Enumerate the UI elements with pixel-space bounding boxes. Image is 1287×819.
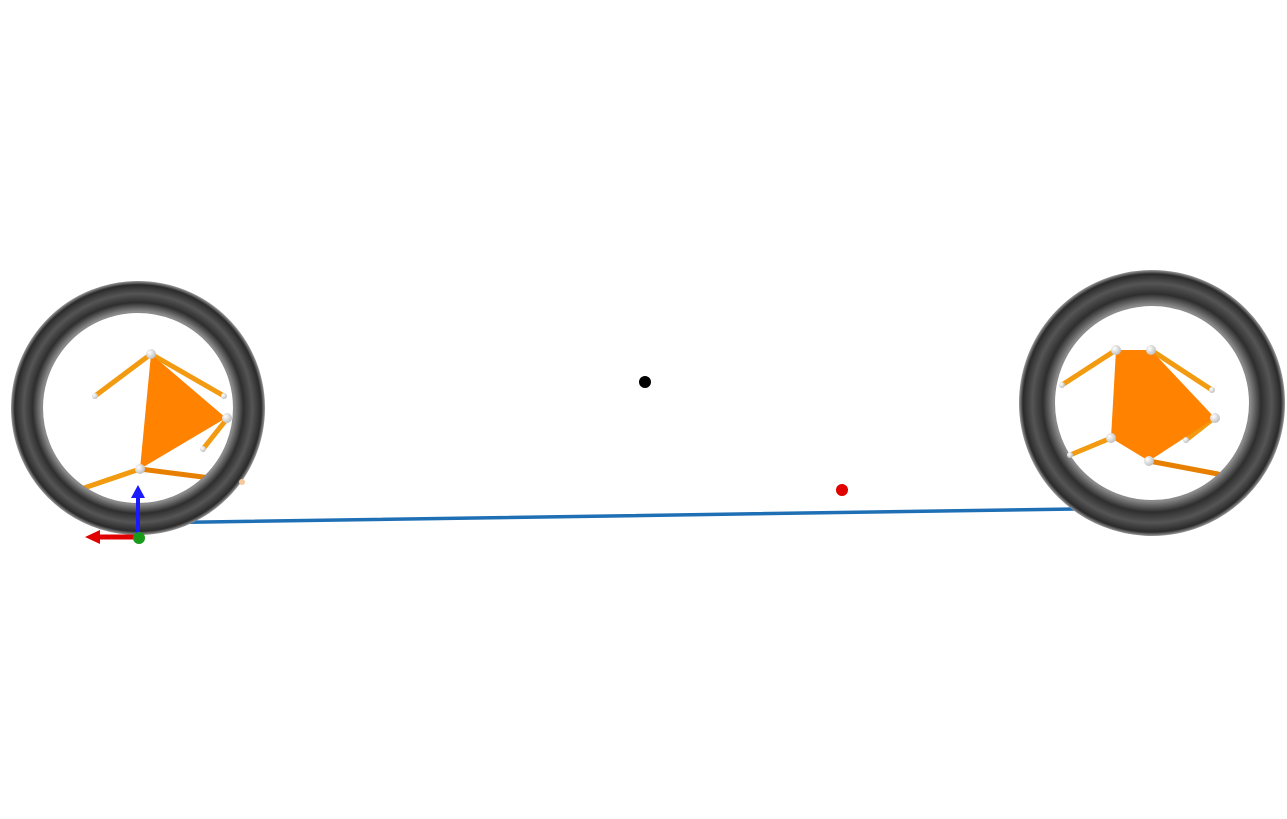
left-joint-upper-rear-end[interactable] (92, 393, 98, 399)
left-joint-tie-rod-end[interactable] (200, 446, 206, 452)
right-lower-rear-arm[interactable] (1067, 435, 1114, 458)
right-upright[interactable] (1111, 350, 1215, 461)
left-joint-lower[interactable] (135, 464, 145, 474)
left-joint-upper[interactable] (146, 349, 156, 359)
right-joint-tie-rod-end[interactable] (1183, 437, 1189, 443)
reference-point-marker[interactable] (836, 484, 848, 496)
left-upper-front-arm[interactable] (148, 351, 227, 399)
right-joint-lower-rear-end[interactable] (1067, 452, 1073, 458)
center-of-mass-marker[interactable] (639, 376, 651, 388)
right-upper-front-arm[interactable] (1148, 347, 1215, 393)
right-joint-lower-front[interactable] (1144, 456, 1154, 466)
axes-triad-icon (85, 485, 145, 544)
right-joint-upper-rear[interactable] (1111, 345, 1121, 355)
right-upper-rear-arm[interactable] (1059, 347, 1119, 388)
right-wheel-assembly[interactable] (1019, 270, 1285, 536)
ground-line (138, 507, 1077, 525)
left-joint-steer[interactable] (222, 413, 232, 423)
left-joint-lower-front-end[interactable] (239, 479, 245, 485)
left-joint-upper-front-end[interactable] (221, 393, 227, 399)
right-joint-steer[interactable] (1210, 413, 1220, 423)
left-upright[interactable] (140, 354, 226, 469)
right-joint-lower-rear[interactable] (1106, 433, 1116, 443)
right-lower-front-arm[interactable] (1146, 458, 1221, 477)
left-lower-rear-arm[interactable] (81, 466, 143, 491)
left-tie-rod[interactable] (200, 417, 229, 452)
left-upper-rear-arm[interactable] (92, 351, 154, 399)
right-joint-upper-rear-end[interactable] (1059, 382, 1065, 388)
right-joint-upper-front[interactable] (1146, 345, 1156, 355)
right-tire[interactable] (1019, 270, 1285, 536)
right-joint-upper-front-end[interactable] (1209, 387, 1215, 393)
